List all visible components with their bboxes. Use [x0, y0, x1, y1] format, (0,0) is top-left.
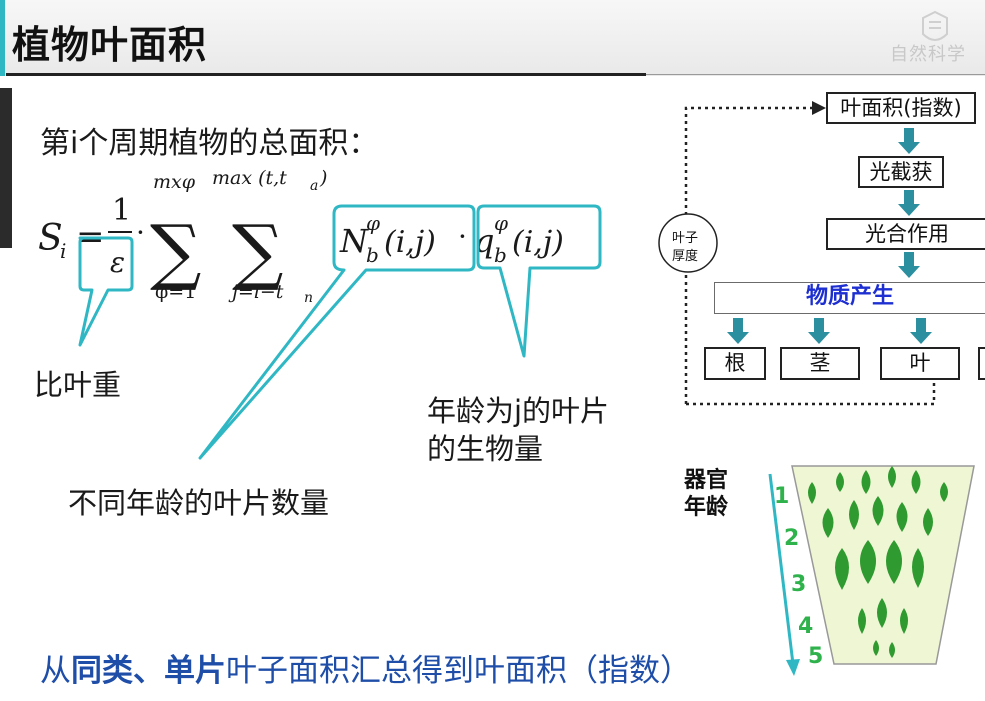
- box-matter-production: 物质产生: [714, 282, 985, 314]
- term-n-sup: φ: [366, 211, 380, 235]
- box-photosynthesis: 光合作用: [826, 218, 985, 250]
- age-arrowhead: [786, 659, 800, 676]
- title-underline: [6, 73, 646, 76]
- age-4: 4: [798, 614, 814, 639]
- age-2: 2: [784, 526, 800, 551]
- age-1: 1: [774, 484, 790, 509]
- callout-leaf-count: [198, 204, 476, 460]
- summary-part3: 叶子面积汇总得到叶面积（指数）: [226, 653, 691, 689]
- organ-age-line1: 器官: [684, 468, 729, 493]
- label-specific-leaf-weight: 比叶重: [34, 368, 122, 402]
- sum2-top-sub: a: [310, 178, 318, 194]
- box-more: [978, 347, 985, 380]
- term-dot: ·: [458, 220, 467, 253]
- term-n: N: [339, 222, 369, 260]
- feedback-arrowhead: [812, 101, 826, 115]
- thickness-circle: [658, 213, 718, 273]
- summary-part2: 同类、单片: [71, 653, 226, 689]
- sum2-top: max (t,t: [212, 167, 287, 189]
- term-q-sup: φ: [494, 211, 508, 235]
- sum1-bottom: φ=1: [155, 281, 196, 303]
- box-light-capture: 光截获: [858, 156, 944, 188]
- title-bar: [0, 0, 985, 76]
- formula-lhs: S: [38, 218, 63, 259]
- sum1-top: mxφ: [153, 171, 196, 193]
- box-stem: 茎: [780, 347, 860, 380]
- sum2-sigma: ∑: [232, 209, 283, 293]
- organ-age-line2: 年龄: [684, 495, 729, 520]
- sum1-sigma: ∑: [150, 209, 201, 293]
- box-root: 根: [704, 347, 766, 380]
- formula-lhs-sub: i: [60, 239, 66, 263]
- title-accent: [0, 0, 5, 76]
- age-5: 5: [808, 644, 824, 669]
- term-n-sub: b: [366, 243, 379, 267]
- age-arrow: [768, 473, 795, 665]
- summary-text: 从同类、单片叶子面积汇总得到叶面积（指数）: [40, 645, 691, 690]
- term-n-args: (i,j): [384, 225, 436, 260]
- thickness-line1: 叶子: [672, 231, 699, 246]
- feedback-loop-bottom: [686, 382, 936, 406]
- formula-heading: 第i个周期植物的总面积：: [40, 126, 379, 161]
- left-edge-panel: [0, 88, 12, 248]
- leaves: [808, 466, 948, 658]
- label-leaf-count-by-age: 不同年龄的叶片数量: [68, 486, 330, 520]
- flow-arrows: [727, 128, 932, 344]
- age-3: 3: [791, 572, 807, 597]
- feedback-loop: [684, 106, 822, 404]
- callout-biomass: [476, 204, 602, 358]
- sum2-bottom-sub: n: [304, 290, 313, 306]
- title-rule: [646, 74, 985, 75]
- page-title: 植物叶面积: [12, 23, 208, 67]
- frac-numerator: 1: [112, 193, 131, 228]
- logo-icon: [922, 10, 948, 41]
- label-biomass-line2: 的生物量: [427, 432, 544, 466]
- logo-text: 自然科学: [890, 44, 966, 65]
- formula-dot: ·: [136, 216, 145, 249]
- summary-part1: 从: [40, 653, 71, 689]
- sum2-top-close: ): [319, 167, 327, 189]
- frac-denominator: ε: [110, 246, 125, 279]
- label-biomass-line1: 年龄为j的叶片: [427, 394, 610, 428]
- box-leaf: 叶: [880, 347, 960, 380]
- thickness-line2: 厚度: [672, 249, 699, 264]
- callout-specific-weight: [78, 236, 134, 347]
- sum2-bottom: j=i−t: [228, 281, 284, 303]
- term-q-sub: b: [494, 243, 507, 267]
- box-leaf-area: 叶面积(指数): [826, 92, 976, 124]
- term-q-args: (i,j): [512, 225, 564, 260]
